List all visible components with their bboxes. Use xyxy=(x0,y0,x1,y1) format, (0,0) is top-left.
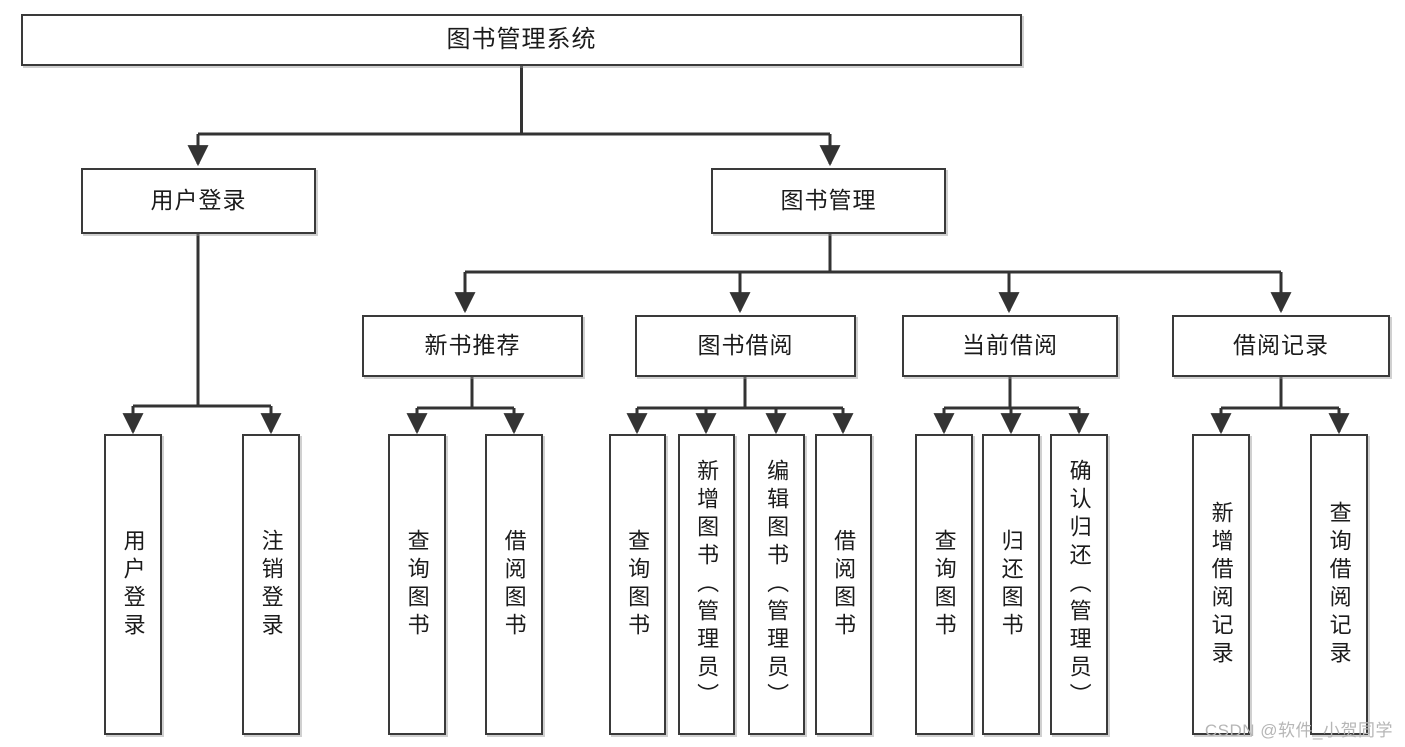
node-label: 确认归还（管理员） xyxy=(1066,458,1092,711)
node-book-management[interactable]: 图书管理 xyxy=(711,168,946,234)
node-label: 查询图书 xyxy=(625,528,651,641)
node-label: 新增图书（管理员） xyxy=(694,458,720,711)
node-label: 用户登录 xyxy=(150,187,247,214)
leaf-edit-book-admin[interactable]: 编辑图书（管理员） xyxy=(748,434,805,735)
leaf-borrow-book-new-rec[interactable]: 借阅图书 xyxy=(485,434,543,735)
node-label: 新书推荐 xyxy=(424,332,521,359)
leaf-borrow-book-borrow[interactable]: 借阅图书 xyxy=(815,434,872,735)
node-label: 注销登录 xyxy=(258,528,284,641)
node-label: 用户登录 xyxy=(120,528,146,641)
node-label: 编辑图书（管理员） xyxy=(764,458,790,711)
leaf-add-borrow-record[interactable]: 新增借阅记录 xyxy=(1192,434,1250,735)
leaf-user-login[interactable]: 用户登录 xyxy=(104,434,162,735)
node-new-book-recommendation[interactable]: 新书推荐 xyxy=(362,315,583,377)
node-label: 借阅图书 xyxy=(831,528,857,641)
node-label: 图书借阅 xyxy=(697,332,794,359)
node-label: 借阅记录 xyxy=(1233,332,1329,359)
leaf-query-book-new-rec[interactable]: 查询图书 xyxy=(388,434,446,735)
node-label: 归还图书 xyxy=(998,528,1024,641)
node-current-borrowing[interactable]: 当前借阅 xyxy=(902,315,1118,377)
leaf-add-book-admin[interactable]: 新增图书（管理员） xyxy=(678,434,735,735)
node-label: 查询图书 xyxy=(404,528,430,641)
node-label: 图书管理 xyxy=(780,187,877,214)
node-user-login[interactable]: 用户登录 xyxy=(81,168,316,234)
leaf-confirm-return-admin[interactable]: 确认归还（管理员） xyxy=(1050,434,1108,735)
node-label: 图书管理系统 xyxy=(446,25,597,53)
leaf-logout-login[interactable]: 注销登录 xyxy=(242,434,300,735)
node-label: 借阅图书 xyxy=(501,528,527,641)
leaf-query-book-current[interactable]: 查询图书 xyxy=(915,434,973,735)
leaf-return-book[interactable]: 归还图书 xyxy=(982,434,1040,735)
leaf-query-borrow-record[interactable]: 查询借阅记录 xyxy=(1310,434,1368,735)
node-label: 查询图书 xyxy=(931,528,957,641)
node-root-book-management-system[interactable]: 图书管理系统 xyxy=(21,14,1022,66)
node-label: 新增借阅记录 xyxy=(1208,500,1234,669)
node-borrowing-record[interactable]: 借阅记录 xyxy=(1172,315,1390,377)
node-label: 当前借阅 xyxy=(962,332,1058,359)
csdn-watermark: CSDN @软件_小贺同学 xyxy=(1204,721,1393,740)
node-book-borrowing[interactable]: 图书借阅 xyxy=(635,315,856,377)
node-label: 查询借阅记录 xyxy=(1326,500,1352,669)
leaf-query-book-borrow[interactable]: 查询图书 xyxy=(609,434,666,735)
